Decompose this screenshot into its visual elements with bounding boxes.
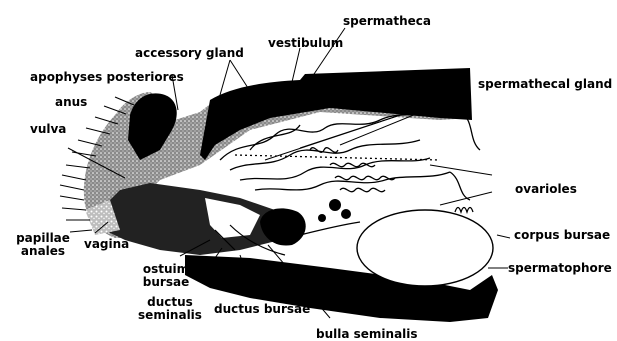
label-papillae-anales: papillae anales [8,232,78,258]
label-ovarioles: ovarioles [515,183,577,196]
label-ostium-line2: bursae [136,276,196,289]
corpus-bursae [357,210,493,286]
label-ductus-bursae: ductus bursae [214,303,310,316]
label-vestibulum: vestibulum [268,37,343,50]
label-accessory-gland: accessory gland [135,47,244,60]
label-ductus-seminalis-line2: seminalis [134,309,206,322]
label-bulla-seminalis: bulla seminalis [316,328,418,341]
label-spermatheca: spermatheca [343,15,431,28]
label-anus: anus [55,96,87,109]
label-vagina: vagina [84,238,129,251]
label-spermatophore: spermatophore [508,262,612,275]
label-papillae-line2: anales [8,245,78,258]
label-spermathecal-gland: spermathecal gland [478,78,612,91]
label-corpus-bursae: corpus bursae [514,229,610,242]
label-vulva: vulva [30,123,66,136]
label-ostium-bursae: ostuim bursae [136,263,196,289]
label-ductus-seminalis: ductus seminalis [134,296,206,322]
label-apophyses-posteriores: apophyses posteriores [30,71,184,84]
